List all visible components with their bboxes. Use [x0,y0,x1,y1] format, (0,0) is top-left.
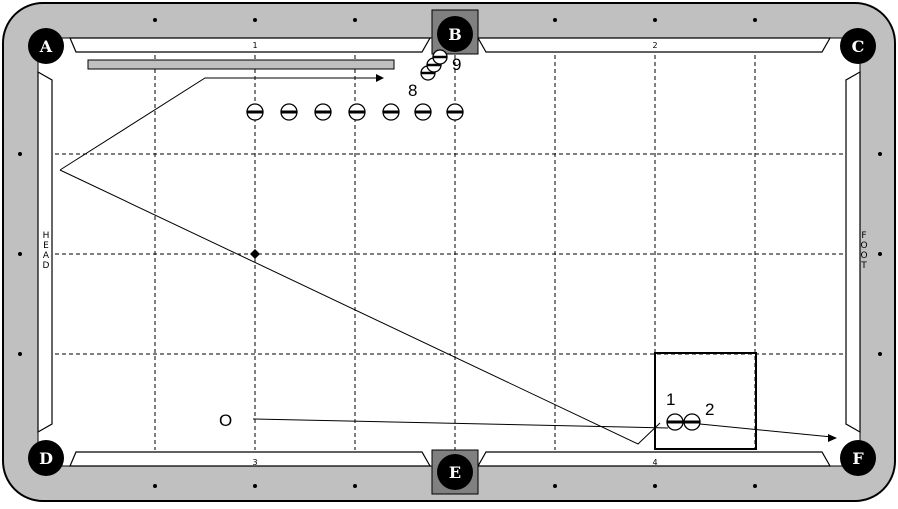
row-ball [314,103,332,121]
top-arrow [59,74,384,171]
ball-2 [683,413,701,431]
pocket-f-label: F [852,449,864,468]
pocket-c: C [840,28,876,64]
pocket-f: F [840,440,876,476]
ball-9-group [432,49,448,65]
pocket-a-label: A [39,37,53,56]
row-ball [280,103,298,121]
table-cloth [37,37,861,467]
pocket-b: B [431,9,479,55]
ball-2-path [699,423,837,442]
row-ball [246,103,264,121]
cue-path-diagonal [59,169,661,445]
pocket-c-label: C [852,37,865,56]
rail-diamonds [18,18,882,488]
top-diamond-1-label: 1 [252,41,257,50]
pocket-b-label: B [448,25,462,44]
ball-row [246,103,464,121]
pocket-d-label: D [39,449,53,468]
pocket-a: A [28,28,64,64]
pocket-d: D [28,440,64,476]
ball-8-label: 8 [408,81,417,100]
row-ball [446,103,464,121]
cue-ball-label: O [219,411,232,430]
gray-bar [87,59,395,70]
ball-9-label: 9 [452,55,461,74]
bottom-diamond-4-label: 4 [652,458,657,467]
row-ball [348,103,366,121]
row-ball [382,103,400,121]
ball-1-label: 1 [666,390,675,409]
row-ball [414,103,432,121]
cue-ball-path [252,418,669,429]
cushions [37,37,861,467]
head-spot [250,249,260,259]
ball-1 [666,413,684,431]
diamond-grid [55,55,845,450]
pocket-e: E [431,449,479,495]
ball-2-label: 2 [705,400,714,419]
pocket-e-label: E [449,463,461,482]
bottom-diamond-3-label: 3 [252,458,257,467]
top-diamond-2-label: 2 [652,41,657,50]
target-box [654,352,757,450]
